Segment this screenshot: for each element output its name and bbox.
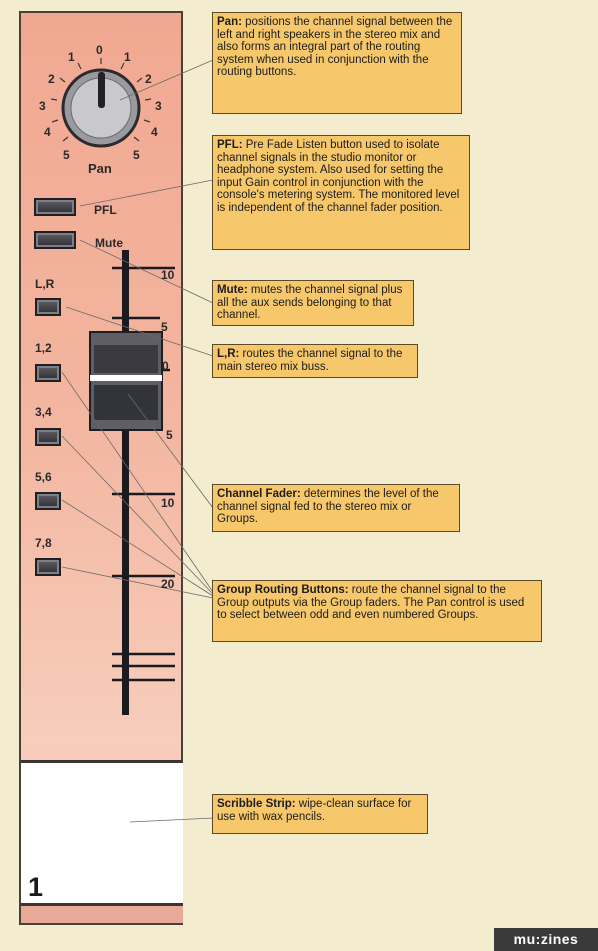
strip-footer (21, 906, 183, 923)
fader-scale-20: 20 (161, 577, 175, 591)
channel-number: 1 (28, 872, 44, 902)
fader-slot (122, 250, 129, 715)
routing-button-lr[interactable] (35, 298, 61, 316)
routing-label-56: 5,6 (35, 470, 52, 484)
fader-scale-5-bottom: 5 (166, 428, 173, 442)
pan-scale-l5: 5 (63, 148, 70, 162)
routing-label-78: 7,8 (35, 536, 52, 550)
pan-scale-r5: 5 (133, 148, 140, 162)
pan-scale-l3: 3 (39, 99, 46, 113)
mute-button[interactable] (34, 231, 76, 249)
pan-scale-r2: 2 (145, 72, 152, 86)
pan-label: Pan (88, 161, 112, 176)
callout-scribble: Scribble Strip: wipe-clean surface for u… (212, 794, 428, 834)
fader-scale-0: 0 (162, 359, 169, 373)
pan-scale-r4: 4 (151, 125, 158, 139)
callout-group-routing: Group Routing Buttons: route the channel… (212, 580, 542, 642)
pan-ticks (50, 58, 152, 142)
pan-scale-l4: 4 (44, 125, 51, 139)
callout-pan: Pan: positions the channel signal betwee… (212, 12, 462, 114)
routing-label-12: 1,2 (35, 341, 52, 355)
routing-button-78[interactable] (35, 558, 61, 576)
fader-scale-10-bottom: 10 (161, 496, 175, 510)
mute-label: Mute (95, 236, 123, 250)
pan-scale-l1: 1 (68, 50, 75, 64)
fader-scale-5-top: 5 (161, 320, 168, 334)
routing-button-56[interactable] (35, 492, 61, 510)
fader-cap[interactable] (89, 331, 163, 431)
callout-mute: Mute: mutes the channel signal plus all … (212, 280, 414, 326)
pfl-label: PFL (94, 203, 117, 217)
callout-pfl: PFL: Pre Fade Listen button used to isol… (212, 135, 470, 250)
routing-label-lr: L,R (35, 277, 55, 291)
pan-scale-top: 0 (96, 43, 103, 57)
callout-lr: L,R: routes the channel signal to the ma… (212, 344, 418, 378)
leader-lines (61, 59, 214, 823)
routing-label-34: 3,4 (35, 405, 52, 419)
callout-fader: Channel Fader: determines the level of t… (212, 484, 460, 532)
routing-button-34[interactable] (35, 428, 61, 446)
muzines-logo: mu:zines (494, 928, 598, 951)
pan-scale-r1: 1 (124, 50, 131, 64)
pan-knob[interactable] (61, 68, 141, 148)
routing-button-12[interactable] (35, 364, 61, 382)
pan-scale-l2: 2 (48, 72, 55, 86)
fader-scale-10-top: 10 (161, 268, 175, 282)
pan-scale-r3: 3 (155, 99, 162, 113)
pfl-button[interactable] (34, 198, 76, 216)
scribble-strip[interactable] (21, 760, 183, 906)
